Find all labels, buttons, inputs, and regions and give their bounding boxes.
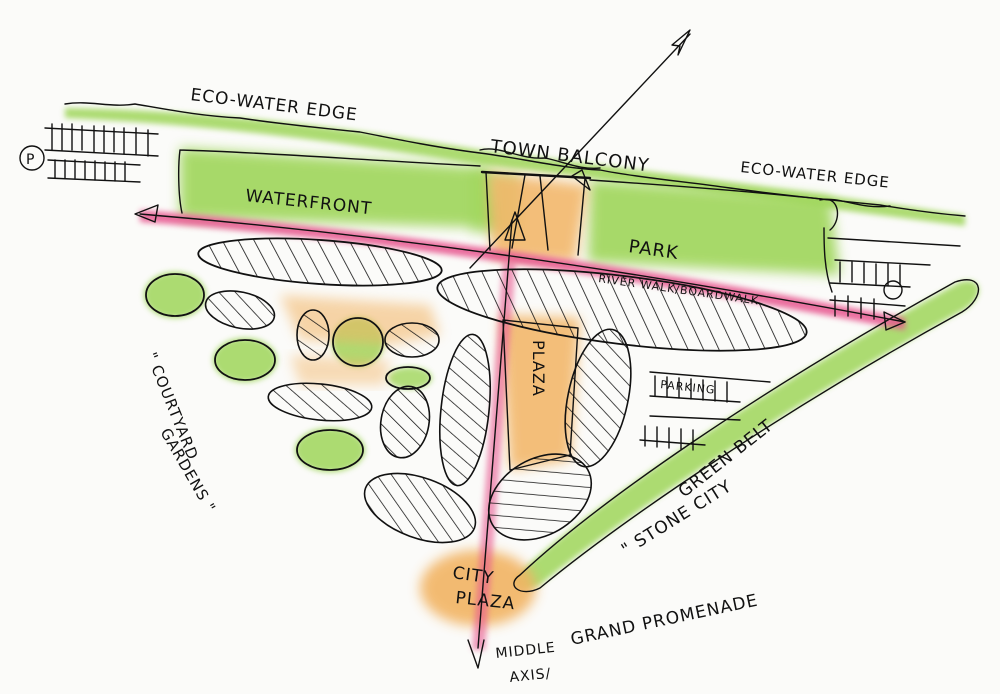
label-plaza: PLAZA bbox=[529, 340, 548, 397]
hatched-block bbox=[363, 472, 477, 544]
hatched-block bbox=[487, 453, 593, 541]
north-arrow-head bbox=[671, 29, 691, 56]
parking-stripes-middle bbox=[639, 371, 771, 451]
hatched-block-west bbox=[197, 237, 443, 287]
hatched-block bbox=[296, 309, 330, 361]
north-arrow-line bbox=[469, 33, 691, 269]
hatched-block bbox=[439, 333, 491, 487]
hatched-block bbox=[204, 290, 276, 330]
label-middle: MIDDLE bbox=[495, 640, 557, 662]
town-balcony-structure bbox=[480, 169, 592, 256]
green-wash-green-belt bbox=[513, 280, 979, 590]
parking-stripes-top-left bbox=[44, 123, 159, 183]
label-grand-promenade: GRAND PROMENADE bbox=[569, 591, 760, 650]
parking-stripes-right bbox=[827, 237, 961, 320]
label-parking: PARKING bbox=[660, 378, 716, 397]
green-belt-outline bbox=[513, 279, 980, 593]
parking-marker bbox=[19, 145, 45, 171]
hatched-block bbox=[379, 385, 431, 459]
plaza-outline bbox=[502, 319, 579, 471]
waterfront-block-outline bbox=[177, 149, 839, 293]
label-parking-marker: P bbox=[26, 152, 35, 168]
label-axis: AXIS/ bbox=[509, 666, 552, 686]
hatched-block bbox=[267, 382, 373, 422]
waterfront-axis-line bbox=[139, 213, 906, 323]
hatched-block bbox=[384, 322, 440, 358]
